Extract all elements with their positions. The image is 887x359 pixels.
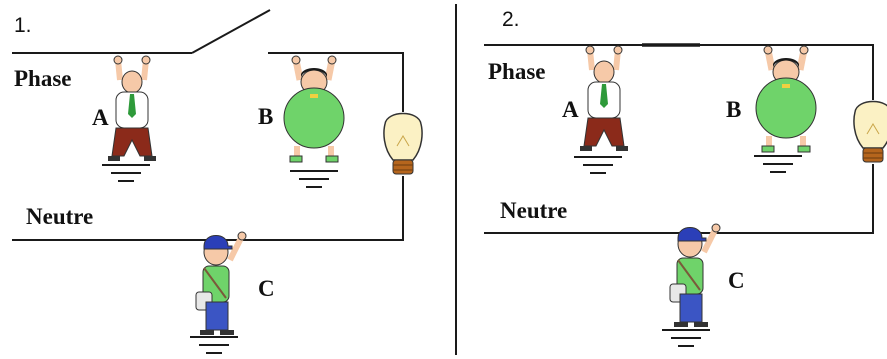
- panel-1-ground-a-icon: [101, 164, 151, 182]
- panel-1-person-c-label: C: [258, 276, 275, 301]
- panel-2-person-a: [580, 46, 628, 151]
- panel-1-ground-c-icon: [189, 336, 239, 354]
- panel-2-person-c: [670, 224, 720, 327]
- panel-1-lightbulb-icon: [383, 112, 423, 175]
- panel-2-neutral-label: Neutre: [500, 198, 567, 223]
- panel-1-person-a-label: A: [92, 105, 109, 130]
- panel-1-phase-wire-right: [268, 52, 404, 112]
- panel-2-ground-a-icon: [573, 156, 623, 174]
- panel-2-person-b: [756, 46, 816, 152]
- panel-2-lightbulb-icon: [853, 100, 887, 163]
- panel-2-person-b-label: B: [726, 97, 741, 122]
- panel-1-phase-label: Phase: [14, 66, 72, 91]
- panel-1-person-c: [196, 232, 246, 335]
- panel-2-phase-label: Phase: [488, 59, 546, 84]
- panel-1-number: 1.: [14, 14, 32, 37]
- panel-1-person-b-label: B: [258, 104, 273, 129]
- panel-1-person-b: [284, 56, 344, 162]
- panel-2-person-a-label: A: [562, 97, 579, 122]
- panel-2-neutral-wire: [484, 164, 874, 234]
- panel-2-phase-wire: [484, 44, 874, 100]
- panel-1-neutral-wire: [12, 176, 404, 241]
- panel-2: 2. Phase Neutre A B C: [484, 8, 887, 347]
- panel-1: 1. Phase Neutre A B C: [12, 9, 423, 354]
- panel-2-ground-c-icon: [661, 329, 711, 347]
- panel-2-number: 2.: [502, 8, 520, 31]
- panel-2-ground-b-icon: [753, 155, 803, 173]
- panel-1-switch-open: [191, 9, 271, 54]
- panel-1-ground-b-icon: [289, 170, 339, 188]
- panel-1-person-a: [108, 56, 156, 161]
- panel-2-person-c-label: C: [728, 268, 745, 293]
- panel-1-neutral-label: Neutre: [26, 204, 93, 229]
